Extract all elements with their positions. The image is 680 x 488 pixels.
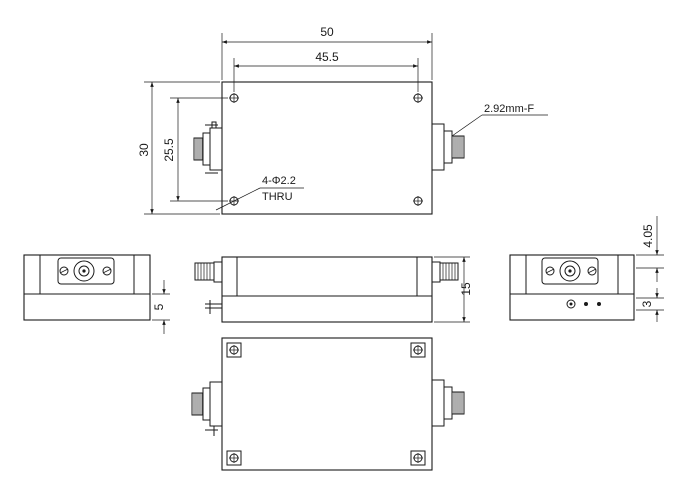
mounting-hole-icon <box>410 450 426 466</box>
left-connector-icon <box>194 261 223 314</box>
right-end-view: 4.05 3 <box>509 216 664 322</box>
indicator-dot-icon <box>584 302 588 306</box>
indicator-dot-icon <box>597 302 601 306</box>
power-terminal-icon <box>566 299 576 309</box>
dim-base-height: 5 <box>152 303 166 310</box>
mounting-hole-icon <box>229 93 239 103</box>
screw-head-icon <box>59 266 69 276</box>
dim-hole-spacing-width: 25.5 <box>162 138 176 162</box>
bottom-view <box>191 337 465 471</box>
right-connector-icon <box>431 379 465 427</box>
connector-face-icon <box>73 260 95 282</box>
dim-side-a: 4.05 <box>641 224 655 248</box>
right-end-housing <box>509 254 635 321</box>
mounting-hole-icon <box>413 196 423 206</box>
holes-callout-line2: THRU <box>262 191 293 203</box>
mounting-hole-icon <box>410 342 426 358</box>
connector-face-icon <box>559 260 581 282</box>
screw-head-icon <box>102 266 112 276</box>
mounting-hole-icon <box>226 450 242 466</box>
right-connector-icon <box>431 261 459 283</box>
top-view-housing <box>221 81 433 215</box>
mounting-hole-icon <box>226 342 242 358</box>
connector-callout: 2.92mm-F <box>484 103 534 115</box>
bottom-view-housing <box>221 337 433 471</box>
screw-head-icon <box>545 266 555 276</box>
mounting-hole-icon <box>413 93 423 103</box>
top-view: 50 45.5 30 25.5 2.92mm-F 4-Φ2.2 THRU <box>137 25 548 215</box>
front-view: 15 <box>194 256 473 323</box>
screw-head-icon <box>587 266 597 276</box>
holes-callout-line1: 4-Φ2.2 <box>262 175 296 187</box>
dim-height: 15 <box>459 282 473 296</box>
left-connector-icon <box>193 121 223 174</box>
right-connector-icon <box>431 123 465 171</box>
left-end-housing <box>23 254 151 321</box>
left-end-view: 5 <box>23 254 170 334</box>
dim-overall-length: 50 <box>320 25 334 39</box>
dim-side-b: 3 <box>640 300 654 307</box>
front-view-housing <box>221 256 433 323</box>
left-connector-icon <box>191 381 223 436</box>
dim-hole-spacing-length: 45.5 <box>315 50 339 64</box>
dim-overall-width: 30 <box>137 143 151 157</box>
